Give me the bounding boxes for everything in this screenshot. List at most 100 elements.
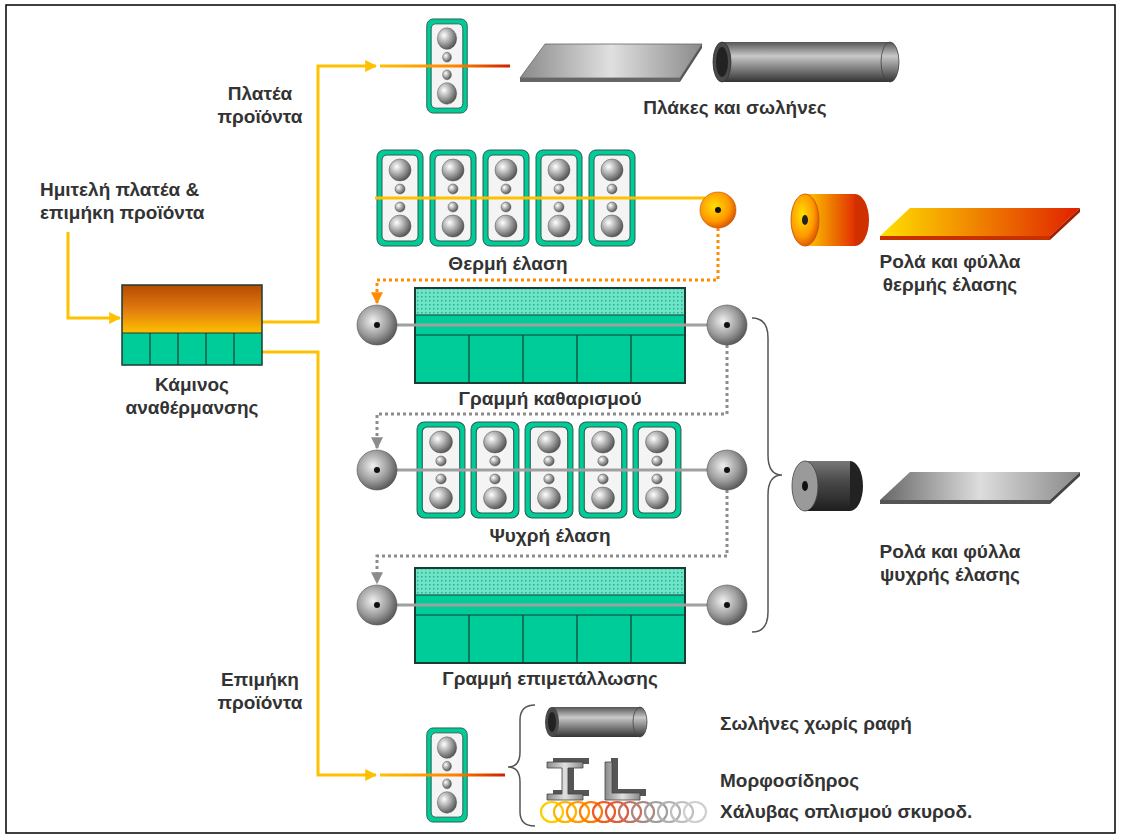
feed-arrow bbox=[68, 232, 120, 318]
pipe-icon bbox=[713, 42, 731, 82]
cold-coil-icon bbox=[802, 481, 808, 491]
seamless-pipe-icon bbox=[545, 707, 559, 737]
roll bbox=[357, 585, 397, 625]
process-tank bbox=[415, 568, 685, 663]
product-label: Μορφοσίδηρος bbox=[720, 769, 1020, 792]
pipe-icon bbox=[722, 42, 890, 82]
brace bbox=[508, 705, 535, 826]
input-label: Ημιτελή πλατέα & επιμήκη προϊόντα bbox=[40, 178, 255, 224]
tank-top bbox=[415, 288, 685, 315]
product-label: Χάλυβας οπλισμού σκυροδ. bbox=[720, 800, 1020, 823]
angle-iron-icon bbox=[605, 762, 640, 800]
strip bbox=[377, 604, 727, 607]
rebar-coils-icon bbox=[645, 802, 667, 822]
rebar-coils-icon bbox=[658, 802, 680, 822]
angle-iron-icon bbox=[611, 758, 646, 796]
tank-cell bbox=[630, 615, 631, 663]
hot-sheet-icon bbox=[880, 208, 1080, 240]
reheating-furnace-shape bbox=[122, 285, 262, 365]
hot-coil-icon bbox=[791, 194, 819, 246]
roll-axle bbox=[724, 467, 730, 473]
roll bbox=[707, 585, 747, 625]
i-beam-icon bbox=[547, 758, 589, 800]
coil-core bbox=[715, 207, 721, 213]
furnace-cell bbox=[205, 333, 206, 365]
rebar-coils-icon bbox=[632, 802, 654, 822]
furnace-cell bbox=[233, 333, 234, 365]
coating-line: Γραμμή επιμετάλλωσης bbox=[357, 568, 747, 663]
section-mill-stand bbox=[380, 774, 505, 777]
roll bbox=[707, 305, 747, 345]
node-label: Κάμινος αναθέρμανσης bbox=[117, 373, 267, 419]
brace bbox=[508, 705, 535, 826]
pipe-icon bbox=[881, 42, 899, 82]
cold-sheet-icon bbox=[880, 500, 1050, 504]
roll bbox=[357, 450, 397, 490]
hot-sheet-icon bbox=[1050, 208, 1080, 240]
tank-divider bbox=[415, 334, 685, 335]
section-mill-stand bbox=[380, 728, 505, 822]
tank-cell bbox=[468, 615, 469, 663]
furnace-cell bbox=[149, 333, 150, 365]
roll bbox=[357, 305, 397, 345]
flat-products-arrow bbox=[262, 66, 376, 322]
pickling-line: Γραμμή καθαρισμού bbox=[357, 288, 747, 383]
tank-outline bbox=[415, 568, 685, 663]
node-label: Γραμμή καθαρισμού bbox=[400, 387, 700, 410]
rebar-coils-icon bbox=[554, 802, 576, 822]
tank-cell bbox=[468, 335, 469, 383]
feed-arrow bbox=[68, 232, 120, 318]
furnace-cell bbox=[177, 333, 178, 365]
branch-label: Επιμήκη προϊόντα bbox=[205, 668, 315, 714]
tank-cell bbox=[576, 335, 577, 383]
pipe-icon bbox=[713, 42, 899, 82]
node-label: Ψυχρή έλαση bbox=[400, 524, 700, 547]
strip bbox=[377, 324, 727, 327]
cold-rolling-mill-shape bbox=[357, 420, 747, 520]
cold-sheet-icon bbox=[880, 472, 1080, 500]
furnace-outline bbox=[122, 285, 262, 365]
furnace-divider bbox=[122, 332, 262, 333]
tank-divider bbox=[415, 314, 685, 315]
cold-rolling-mill: Ψυχρή έλαση bbox=[357, 420, 747, 520]
coating-line-shape bbox=[357, 568, 747, 663]
brace bbox=[752, 318, 782, 632]
tank-divider bbox=[415, 614, 685, 615]
hot-coil bbox=[700, 192, 736, 228]
tank-cell bbox=[630, 335, 631, 383]
product-label: Ρολά και φύλλα ψυχρής έλασης bbox=[860, 540, 1040, 586]
i-beam-icon bbox=[547, 762, 583, 800]
frame-border bbox=[6, 5, 1115, 833]
cold-coil-icon bbox=[792, 461, 863, 511]
hot-rolling-mill-shape bbox=[375, 148, 740, 248]
reheating-furnace: Κάμινος αναθέρμανσης bbox=[122, 285, 262, 365]
hot-rolling-mill: Θερμή έλαση bbox=[375, 148, 740, 248]
seamless-pipe-icon bbox=[552, 707, 640, 737]
plate-icon bbox=[680, 44, 702, 82]
hot-sheet-icon bbox=[880, 208, 1080, 236]
roll bbox=[707, 450, 747, 490]
node-label: Γραμμή επιμετάλλωσης bbox=[400, 667, 700, 690]
rebar-coils-icon bbox=[684, 802, 706, 822]
cold-coil-icon bbox=[792, 461, 818, 511]
hot-coil-icon bbox=[791, 194, 869, 246]
cold-sheet-icon bbox=[1050, 472, 1080, 504]
strip bbox=[377, 469, 727, 472]
flat-products-arrow bbox=[262, 66, 376, 322]
brace bbox=[752, 318, 782, 632]
roll-axle bbox=[724, 322, 730, 328]
plate-icon bbox=[520, 44, 702, 82]
tank-top bbox=[415, 568, 685, 595]
angle-iron-icon bbox=[605, 758, 646, 800]
pickling-line-shape bbox=[357, 288, 747, 383]
hot-sheet-icon bbox=[880, 236, 1050, 240]
rebar-coils-icon bbox=[541, 802, 563, 822]
roll-axle bbox=[374, 602, 380, 608]
seamless-pipe-icon bbox=[545, 707, 647, 737]
rebar-coils-icon bbox=[606, 802, 628, 822]
plate-mill-stand bbox=[380, 65, 510, 68]
pipe-icon bbox=[716, 47, 728, 77]
